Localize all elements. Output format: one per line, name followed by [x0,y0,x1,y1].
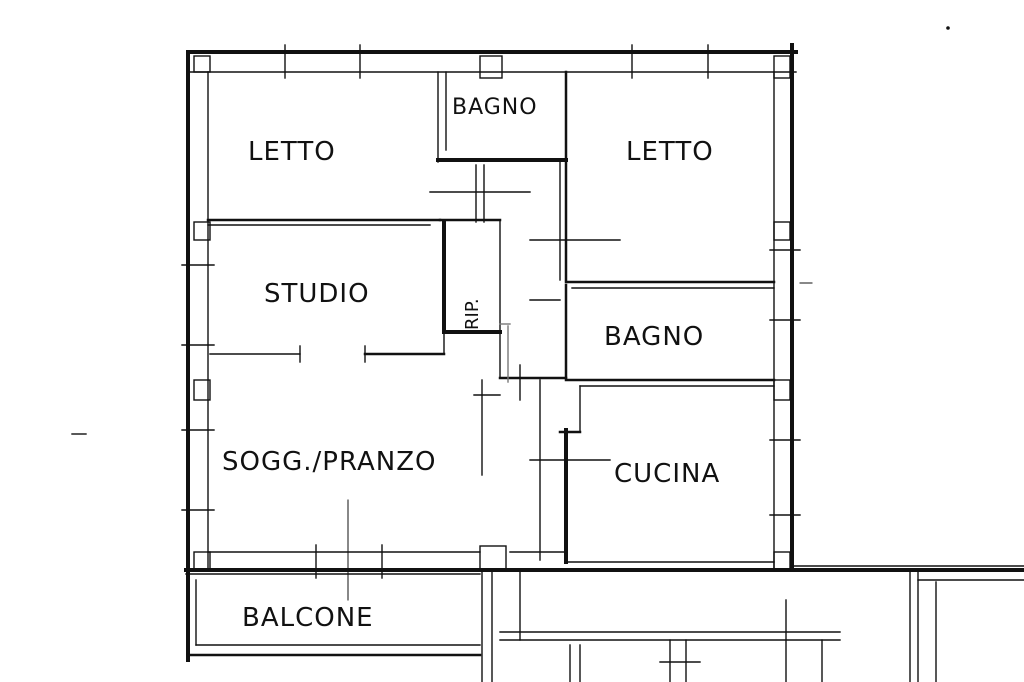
rip-closet-walls [442,220,511,383]
window-marks [181,44,813,579]
pillars [193,55,791,571]
corridor-walls [206,164,568,476]
right-room-walls [558,280,776,434]
studio-walls [209,331,446,363]
room-label-bagno-mid: BAGNO [604,322,704,352]
room-label-letto-right: LETTO [626,137,714,167]
room-label-rip: RIP. [462,298,483,330]
room-label-studio: STUDIO [264,279,370,309]
room-label-cucina: CUCINA [614,459,720,489]
outer-walls [184,43,1024,662]
room-label-balcone: BALCONE [242,603,374,633]
stray-marks [71,26,950,601]
room-label-bagno-top: BAGNO [452,95,538,120]
room-label-soggiorno: SOGG./PRANZO [222,447,437,477]
balcony-walls [185,565,1024,682]
central-partition [519,158,621,564]
bagno-top-walls [436,70,568,163]
room-label-letto-left: LETTO [248,137,336,167]
